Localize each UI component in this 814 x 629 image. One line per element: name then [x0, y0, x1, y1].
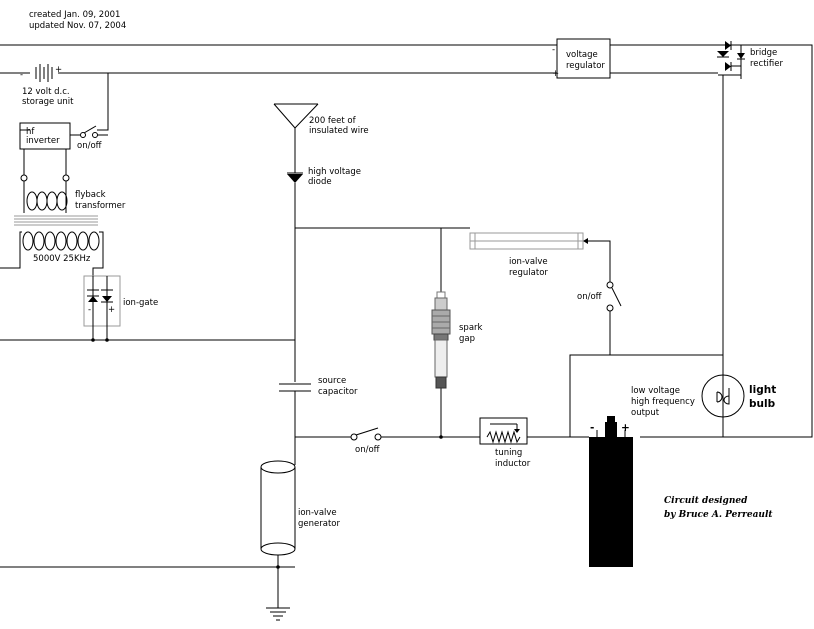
switch-label-bottom: on/off [355, 445, 381, 455]
light-bulb [701, 374, 745, 437]
switch-label-right: on/off [577, 292, 603, 302]
capacitor-label-2: capacitor [318, 387, 358, 397]
main-wiring [0, 44, 813, 568]
ion-valve-regulator-tube [469, 232, 588, 250]
antenna [273, 103, 319, 173]
coil-minus: - [590, 422, 594, 434]
output-label-1: low voltage [631, 386, 680, 396]
output-label-3: output [631, 408, 660, 418]
switch-top-left [80, 125, 108, 138]
flyback-label-1: flyback [75, 190, 106, 200]
bulb-label-2: bulb [749, 398, 776, 410]
signature-line-2: by Bruce A. Perreault [664, 510, 773, 520]
inductor-label-1: tuning [495, 448, 522, 458]
battery-label-1: 12 volt d.c. [22, 87, 70, 97]
switch-bottom [350, 427, 382, 441]
output-coil [589, 416, 633, 567]
hf-inverter-label-1: hf [26, 127, 35, 137]
spark-gap-label-1: spark [459, 323, 483, 333]
output-label-2: high frequency [631, 397, 695, 407]
svg-text:-: - [20, 70, 23, 80]
ion-valve-generator [260, 460, 296, 608]
bridge-label-1: bridge [750, 48, 777, 58]
inductor-label-2: inductor [495, 459, 531, 469]
voltage-regulator-box [556, 38, 611, 79]
regulator-label-1: voltage [566, 50, 598, 60]
svg-text:+: + [55, 65, 62, 75]
switch-right [606, 281, 622, 355]
ion-valve-regulator-label-1: ion-valve [509, 257, 548, 267]
svg-text:-: - [88, 305, 91, 315]
signature-line-1: Circuit designed [664, 496, 748, 506]
diode-label-1: high voltage [308, 167, 361, 177]
generator-label-2: generator [298, 519, 340, 529]
bridge-label-2: rectifier [750, 59, 783, 69]
hf-inverter-label-2: inverter [26, 136, 60, 146]
ion-valve-regulator-label-2: regulator [509, 268, 548, 278]
flyback-transformer [0, 149, 104, 276]
updated-date: updated Nov. 07, 2004 [29, 21, 126, 31]
flyback-label-2: transformer [75, 201, 126, 211]
hv-diode [287, 172, 303, 382]
switch-label-top: on/off [77, 141, 103, 151]
antenna-label-2: insulated wire [309, 126, 369, 136]
battery-label-2: storage unit [22, 97, 74, 107]
tuning-inductor [479, 417, 528, 445]
spark-gap-label-2: gap [459, 334, 475, 344]
ion-gate-label: ion-gate [123, 298, 158, 308]
bulb-label-1: light [749, 384, 776, 396]
bridge-rectifier [717, 41, 745, 84]
ground-symbol [266, 607, 290, 621]
antenna-label-1: 200 feet of [309, 116, 357, 126]
secondary-label: 5000V 25KHz [33, 254, 91, 264]
diode-label-2: diode [308, 177, 332, 187]
regulator-label-2: regulator [566, 61, 605, 71]
battery-symbol: - + [20, 64, 62, 82]
svg-text:+: + [552, 69, 559, 79]
svg-text:+: + [108, 305, 115, 315]
hf-inverter-box [19, 122, 71, 150]
generator-label-1: ion-valve [298, 508, 337, 518]
capacitor-label-1: source [318, 376, 346, 386]
created-date: created Jan. 09, 2001 [29, 10, 120, 20]
source-capacitor [279, 383, 311, 465]
svg-text:-: - [552, 45, 555, 55]
ion-gate: - + [83, 275, 121, 342]
coil-plus: + [621, 422, 630, 434]
spark-plug [431, 291, 451, 389]
